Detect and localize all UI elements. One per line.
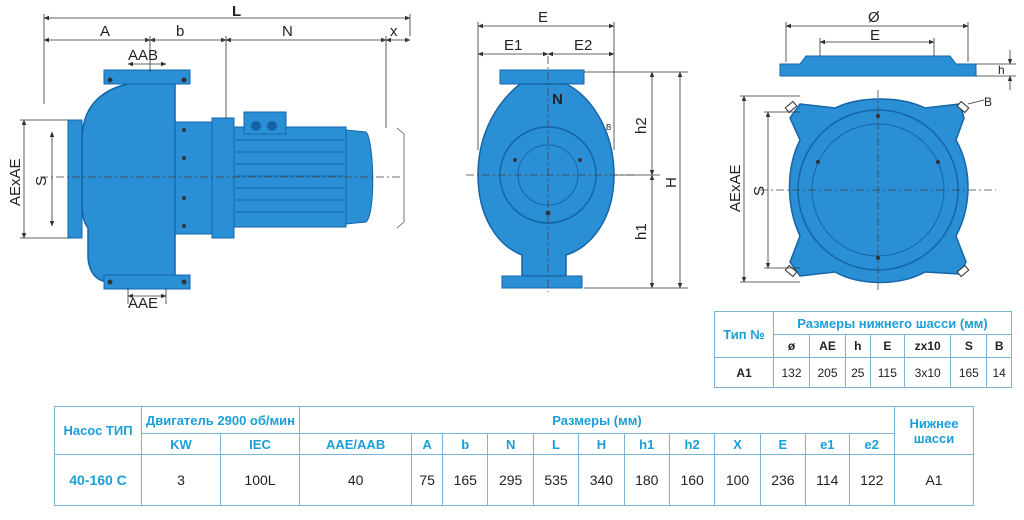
size-sub-header: L [532, 433, 580, 455]
motor-sub-header: KW [141, 433, 221, 455]
size-cell: 180 [623, 454, 670, 506]
dim-x: x [390, 23, 398, 40]
pump-type-value: 40-160 C [54, 454, 142, 506]
size-cell: 535 [532, 454, 580, 506]
size-sub-header: E [759, 433, 807, 455]
size-sub-header: AAE/AAB [298, 433, 413, 455]
chassis-col-header: S [950, 334, 988, 358]
size-sub-header: h1 [623, 433, 670, 455]
chassis-dim-B: B [984, 95, 992, 109]
size-cell: 100 [714, 454, 761, 506]
size-cell: 75 [411, 454, 444, 506]
motor-header: Двигатель 2900 об/мин [141, 406, 300, 434]
motor-sub-header: IEC [220, 433, 300, 455]
size-cell: 122 [848, 454, 896, 506]
chassis-cell: 205 [809, 357, 846, 388]
size-sub-header: e1 [805, 433, 850, 455]
chassis-cell: A1 [894, 454, 974, 506]
front-view: E E1 E2 N B h2 h1 H [466, 9, 688, 292]
fan-cover [345, 129, 374, 225]
front-dim-E1: E1 [504, 37, 522, 54]
chassis-view: Ø E h B AExAE S [727, 9, 1016, 292]
size-cell: 114 [805, 454, 850, 506]
size-sub-header: X [714, 433, 761, 455]
chassis-cell: 132 [773, 357, 810, 388]
chassis-type-value: A1 [714, 357, 774, 388]
size-cell: 165 [442, 454, 489, 506]
pump-type-header: Насос ТИП [54, 406, 142, 455]
chassis-col-header: B [986, 334, 1012, 358]
front-dim-E: E [538, 9, 548, 26]
chassis-cell: 3x10 [904, 357, 952, 388]
motor-flange [211, 117, 235, 239]
front-top-flange [499, 69, 585, 85]
chassis-col-header: AE [809, 334, 846, 358]
dim-L: L [232, 3, 241, 20]
dim-AAB: AAB [128, 47, 158, 64]
chassis-dim-S: S [751, 186, 768, 196]
cable-gland-icon [267, 121, 277, 131]
chassis-cell: 165 [950, 357, 988, 388]
motor-cell: 3 [141, 454, 221, 506]
chassis-cell: 25 [845, 357, 871, 388]
chassis-col-header: ø [773, 334, 810, 358]
size-sub-header: A [411, 433, 444, 455]
dim-S: S [33, 176, 50, 186]
chassis-profile [779, 55, 977, 77]
front-dim-h1: h1 [633, 223, 650, 240]
dim-A: A [100, 23, 110, 40]
chassis-cell: 115 [869, 357, 906, 388]
front-dim-N: N [552, 91, 563, 108]
dim-b: b [176, 23, 184, 40]
front-bottom-flange [501, 275, 583, 289]
size-cell: 340 [578, 454, 625, 506]
pump-technical-drawing: L A b N x AAB AAE AExAE S E E1 [7, 3, 1016, 310]
dim-AExAE: AExAE [7, 158, 24, 206]
front-dim-B: B [606, 123, 611, 132]
size-cell: 236 [759, 454, 807, 506]
chassis-type-header: Тип № [714, 311, 774, 358]
size-sub-header: N [487, 433, 534, 455]
size-sub-header: h2 [668, 433, 716, 455]
dim-N: N [282, 23, 293, 40]
lantern-adapter [174, 121, 218, 235]
chassis-title: Размеры нижнего шасси (мм) [773, 311, 1012, 335]
chassis-dim-AExAE: AExAE [727, 164, 744, 212]
pump-volute [81, 81, 176, 283]
size-sub-header: b [442, 433, 489, 455]
size-cell: 40 [298, 454, 413, 506]
front-dim-E2: E2 [574, 37, 592, 54]
chassis-dim-E: E [870, 27, 880, 44]
chassis-dim-phi: Ø [868, 9, 880, 26]
terminal-box [243, 111, 287, 135]
chassis-dimensions-table: Тип № Размеры нижнего шасси (мм) ø AE h … [714, 311, 1012, 388]
dim-AAE: AAE [128, 295, 158, 310]
size-sub-header: H [578, 433, 625, 455]
chassis-col-header: zx10 [904, 334, 952, 358]
discharge-flange [103, 69, 191, 85]
size-cell: 295 [487, 454, 534, 506]
size-sub-header: e2 [848, 433, 896, 455]
bottom-flange [103, 274, 191, 290]
suction-flange [67, 119, 83, 239]
side-view: L A b N x AAB AAE AExAE S [7, 3, 411, 310]
chassis-col-header: h [845, 334, 871, 358]
front-dim-h2: h2 [633, 117, 650, 134]
chassis-cell: 14 [986, 357, 1012, 388]
pump-dimensions-table: Насос ТИП Двигатель 2900 об/мин Размеры … [54, 406, 974, 506]
chassis-dim-h: h [998, 63, 1005, 77]
size-cell: 160 [668, 454, 716, 506]
cable-gland-icon [251, 121, 261, 131]
motor-cell: 100L [220, 454, 300, 506]
chassis-col-header: E [869, 334, 906, 358]
front-dim-H: H [663, 177, 680, 188]
chassis-header: Нижнее шасси [894, 406, 974, 455]
sizes-header: Размеры (мм) [299, 406, 895, 434]
